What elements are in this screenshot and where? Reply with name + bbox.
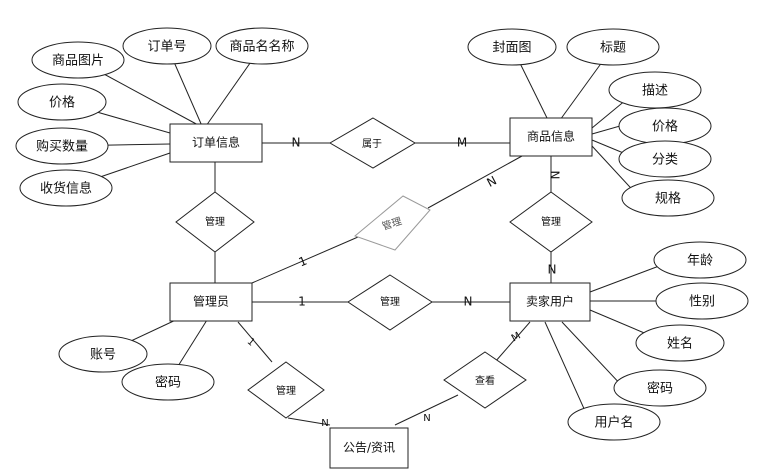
attr-product-title: 标题 <box>566 28 660 66</box>
svg-text:管理: 管理 <box>380 295 400 308</box>
svg-text:年龄: 年龄 <box>687 254 713 269</box>
relationship-admin-manages-seller: 管理 <box>347 274 433 331</box>
svg-text:管理: 管理 <box>205 215 225 228</box>
attr-product-description: 描述 <box>608 71 702 109</box>
svg-text:管理: 管理 <box>541 215 561 228</box>
attr-product-price: 价格 <box>618 107 712 145</box>
relationship-seller-views-notice: 查看 <box>443 351 527 409</box>
attr-seller-password: 密码 <box>613 369 707 407</box>
attr-order-quantity: 购买数量 <box>15 127 109 165</box>
svg-text:封面图: 封面图 <box>492 41 531 56</box>
attr-product-category: 分类 <box>618 140 712 178</box>
attr-product-cover: 封面图 <box>467 28 557 66</box>
svg-text:商品图片: 商品图片 <box>52 54 104 69</box>
svg-text:收货信息: 收货信息 <box>40 181 92 197</box>
svg-text:管理: 管理 <box>276 384 296 397</box>
card-amp-admin: 1 <box>297 254 309 270</box>
svg-text:卖家用户: 卖家用户 <box>526 294 574 309</box>
card-amp-product: N <box>485 173 500 190</box>
svg-text:商品名名称: 商品名名称 <box>229 39 294 55</box>
attr-order-product-image: 商品图片 <box>31 41 125 79</box>
attr-order-product-name: 商品名名称 <box>215 27 309 65</box>
entity-product-info: 商品信息 <box>509 117 593 157</box>
attr-seller-gender: 性别 <box>655 282 749 320</box>
svg-text:商品信息: 商品信息 <box>527 129 575 144</box>
relationship-admin-manages-notice: 管理 <box>247 361 325 419</box>
card-svn-notice: N <box>423 413 430 424</box>
svg-text:描述: 描述 <box>642 84 668 99</box>
relationship-admin-manages-order: 管理 <box>175 191 255 253</box>
attr-seller-username: 用户名 <box>567 403 661 441</box>
svg-text:密码: 密码 <box>155 375 181 391</box>
entity-seller: 卖家用户 <box>509 282 591 322</box>
svg-text:订单信息: 订单信息 <box>192 135 240 150</box>
card-ams-admin: 1 <box>298 295 306 309</box>
card-belongs-product: M <box>457 136 467 150</box>
attr-order-shipping: 收货信息 <box>19 169 113 207</box>
attr-seller-age: 年龄 <box>653 241 747 279</box>
card-belongs-order: N <box>292 136 301 150</box>
card-amn-notice: N <box>321 418 328 429</box>
relationship-seller-manages-product: 管理 <box>509 191 593 253</box>
card-ams-seller: N <box>464 295 473 309</box>
card-smp-seller: N <box>548 262 557 276</box>
attr-product-spec: 规格 <box>621 179 715 217</box>
svg-text:购买数量: 购买数量 <box>36 139 88 155</box>
svg-text:规格: 规格 <box>655 191 681 207</box>
svg-text:查看: 查看 <box>475 374 495 387</box>
attr-order-number: 订单号 <box>122 27 212 65</box>
svg-text:姓名: 姓名 <box>667 336 693 352</box>
attr-admin-account: 账号 <box>58 335 148 373</box>
entity-admin: 管理员 <box>169 282 253 322</box>
svg-text:属于: 属于 <box>362 138 382 150</box>
svg-text:公告/资讯: 公告/资讯 <box>343 441 395 455</box>
svg-text:标题: 标题 <box>600 41 626 56</box>
svg-text:订单号: 订单号 <box>147 40 186 55</box>
attr-admin-password: 密码 <box>121 363 215 401</box>
attr-seller-name: 姓名 <box>635 324 725 362</box>
entity-order-info: 订单信息 <box>169 123 263 163</box>
card-amn-admin: 1 <box>245 336 257 349</box>
entity-notice: 公告/资讯 <box>329 427 409 469</box>
svg-text:价格: 价格 <box>652 119 678 135</box>
relationship-admin-manages-product: 管理 <box>354 195 431 251</box>
svg-text:性别: 性别 <box>689 295 715 310</box>
svg-text:价格: 价格 <box>49 95 75 111</box>
svg-text:分类: 分类 <box>652 153 678 168</box>
svg-text:账号: 账号 <box>90 348 116 363</box>
svg-text:管理员: 管理员 <box>193 294 229 309</box>
relationship-belongs-to: 属于 <box>329 117 416 169</box>
svg-text:密码: 密码 <box>647 381 673 397</box>
card-smp-product: N <box>548 171 562 180</box>
attr-order-price: 价格 <box>17 83 107 121</box>
svg-text:用户名: 用户名 <box>594 415 633 431</box>
